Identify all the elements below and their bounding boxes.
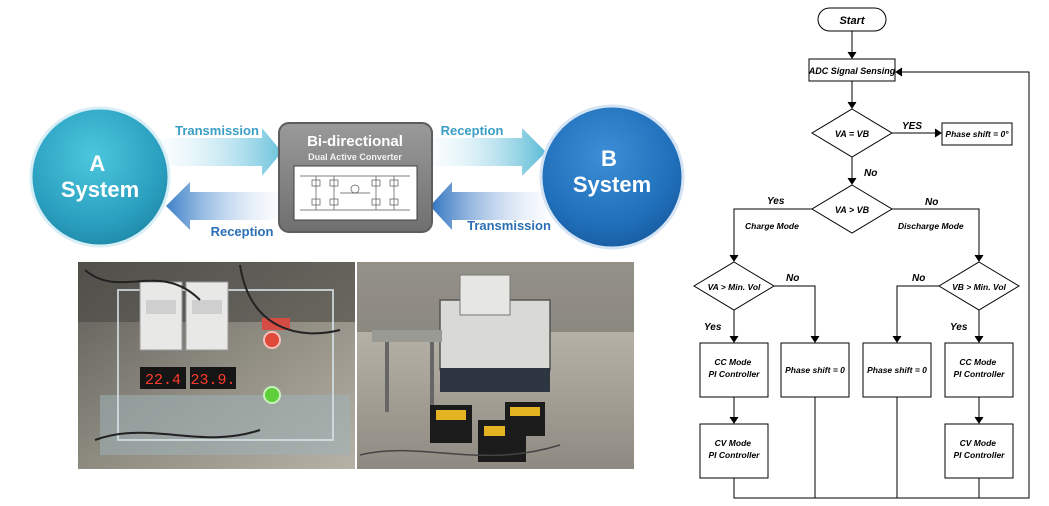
fc-cond2-diamond [811,184,893,234]
label-reception-left: Reception [211,224,274,239]
arrow-converter-to-a [166,182,278,230]
photo-hardware-left: 22.4 23.9. [78,262,355,469]
fc-charge-mode-label: Charge Mode [745,221,799,231]
fc-no-right-label: No [912,273,925,284]
fc-yes2-label: Yes [767,196,785,207]
label-transmission-right: Transmission [467,218,551,233]
a-system-label: A System [61,151,139,202]
b-system-circle [539,104,685,250]
fc-yes-right-label: Yes [950,322,968,333]
fc-cond-left-label: VA > Min. Vol [708,282,761,292]
label-transmission-left: Transmission [175,123,259,138]
fc-discharge-mode-label: Discharge Mode [898,221,964,231]
fc-yes-upper-label: YES [902,121,922,132]
fc-cond-right-label: VB > Min. Vol [952,282,1006,292]
system-diagram: Transmission Reception Reception Transmi… [29,104,685,250]
arrow-a-to-converter [160,128,282,176]
fc-no2-label: No [925,197,938,208]
fc-cv-left-label: CV Mode PI Controller [708,438,760,460]
fc-cv-right-box [944,423,1014,479]
fc-cv-right-label: CV Mode PI Controller [953,438,1005,460]
fc-phase-right-label: Phase shift = 0 [867,365,927,375]
photo-test-bench-right [357,262,634,469]
fc-phase-shift-deg-box [941,122,1013,146]
fc-start-label: Start [839,15,865,27]
fc-cond1-label: VA = VB [835,129,870,139]
converter-title: Bi-directional [307,133,403,150]
arrow-b-to-converter [430,182,548,230]
arrow-converter-to-b [432,128,546,176]
fc-phase-shift-deg-label: Phase shift = 0° [945,129,1009,139]
fc-cond2-label: VA > VB [835,205,870,215]
converter-subtitle: Dual Active Converter [308,152,402,162]
fc-phase-left-box [780,342,850,398]
fc-phase-left-label: Phase shift = 0 [785,365,845,375]
fc-cc-left-label: CC Mode PI Controller [708,357,760,379]
display-2-readout: 23.9. [190,372,235,389]
flowchart-text: Start ADC Signal Sensing VA = VB YES Pha… [704,15,1009,460]
label-reception-right: Reception [441,123,504,138]
fc-yes-left-label: Yes [704,322,722,333]
a-system-circle [29,106,171,248]
flowchart [693,7,1030,499]
fc-no1-label: No [864,168,877,179]
fc-connectors [729,31,1030,499]
schematic-lines [300,175,410,211]
fc-cc-right-label: CC Mode PI Controller [953,357,1005,379]
display-1-readout: 22.4 [145,372,181,389]
fc-adc-label: ADC Signal Sensing [808,66,896,76]
b-system-label: B System [573,146,651,197]
fc-no-left-label: No [786,273,799,284]
